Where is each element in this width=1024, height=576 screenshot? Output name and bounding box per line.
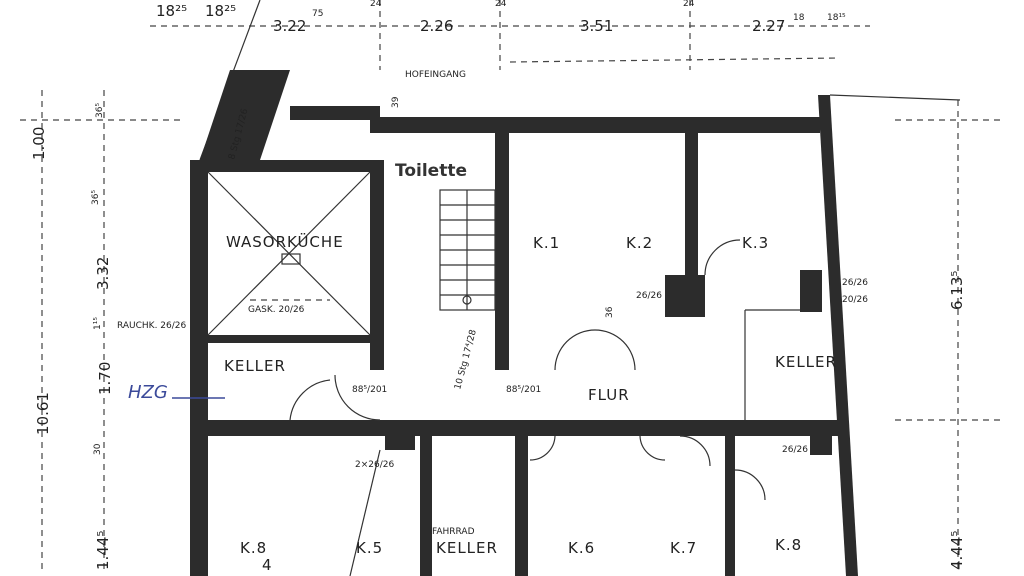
door-label-1: 88⁵/201 bbox=[352, 385, 387, 395]
dim-top-9: 24 bbox=[683, 0, 695, 9]
room-k2: K.2 bbox=[626, 234, 653, 252]
chimney-label-3: 20/26 bbox=[842, 295, 868, 305]
dim-top-7: 24 bbox=[495, 0, 507, 9]
dim-overall-left: 10.61 bbox=[34, 392, 52, 435]
dim-top-2: 18²⁵ bbox=[205, 2, 236, 20]
room-k3: K.3 bbox=[742, 234, 769, 252]
dim-top-6: 2.26 bbox=[420, 17, 453, 35]
dim-left-1: 1.00 bbox=[30, 127, 48, 160]
stairs-label: 10 Stg 17⁴/28 bbox=[453, 328, 479, 390]
dim-left-2: 36⁵ bbox=[95, 103, 105, 118]
dim-left-3: 36⁵ bbox=[91, 190, 101, 205]
room-k4: K.8 bbox=[240, 539, 267, 557]
room-k1: K.1 bbox=[533, 234, 560, 252]
staircase bbox=[439, 189, 496, 311]
chimney-label-4: 26/26 bbox=[782, 445, 808, 455]
room-k8: K.8 bbox=[775, 536, 802, 554]
dim-top-10: 2.27 bbox=[752, 17, 785, 35]
rauchk-label: RAUCHK. 26/26 bbox=[117, 321, 187, 331]
dim-top-11: 18 bbox=[793, 13, 805, 23]
dim-left-4: 3.32 bbox=[94, 257, 112, 290]
dim-left-8: 1.44⁵ bbox=[94, 531, 112, 570]
dim-top-5: 24 bbox=[370, 0, 382, 9]
dim-right-2: 4.44⁵ bbox=[948, 531, 966, 570]
dim-top-4: 75 bbox=[312, 9, 323, 19]
room-keller-bottom: KELLER bbox=[436, 539, 498, 557]
details bbox=[207, 171, 800, 576]
chimney-label-1: 26/26 bbox=[636, 291, 662, 301]
dim-36: 36 bbox=[605, 306, 615, 318]
room-flur: FLUR bbox=[588, 386, 630, 404]
room-k6: K.6 bbox=[568, 539, 595, 557]
room-k7: K.7 bbox=[670, 539, 697, 557]
chimney-label-5: 2×26/26 bbox=[355, 460, 394, 470]
room-k5: K.5 bbox=[356, 539, 383, 557]
gask-label: GASK. 20/26 bbox=[248, 305, 305, 315]
room-keller-left: KELLER bbox=[224, 357, 286, 375]
dim-top-8: 3.51 bbox=[580, 17, 613, 35]
walls bbox=[190, 70, 961, 576]
toilette-label: Toilette bbox=[395, 161, 467, 181]
chimney-label-2: 26/26 bbox=[842, 278, 868, 288]
dim-left-7: 30 bbox=[93, 443, 103, 455]
room-k4-note: 4 bbox=[262, 556, 273, 574]
dim-top-3: 3.22 bbox=[273, 17, 306, 35]
room-keller-right: KELLER bbox=[775, 353, 837, 371]
room-wasorkuche: WASORKÜCHE bbox=[226, 232, 344, 251]
fahrrad-label: FAHRRAD bbox=[432, 527, 475, 537]
dim-left-5: 1¹⁵ bbox=[93, 317, 103, 330]
dim-left-6: 1.70 bbox=[96, 362, 114, 395]
dim-39: 39 bbox=[391, 96, 401, 108]
door-label-2: 88⁵/201 bbox=[506, 385, 541, 395]
dim-top-12: 18¹⁵ bbox=[827, 13, 846, 23]
dim-top-1: 18²⁵ bbox=[156, 2, 187, 20]
hzg-note: HZG bbox=[128, 382, 168, 403]
dim-right-1: 6.13⁵ bbox=[948, 271, 966, 310]
hofeingang-label: HOFEINGANG bbox=[405, 70, 466, 80]
